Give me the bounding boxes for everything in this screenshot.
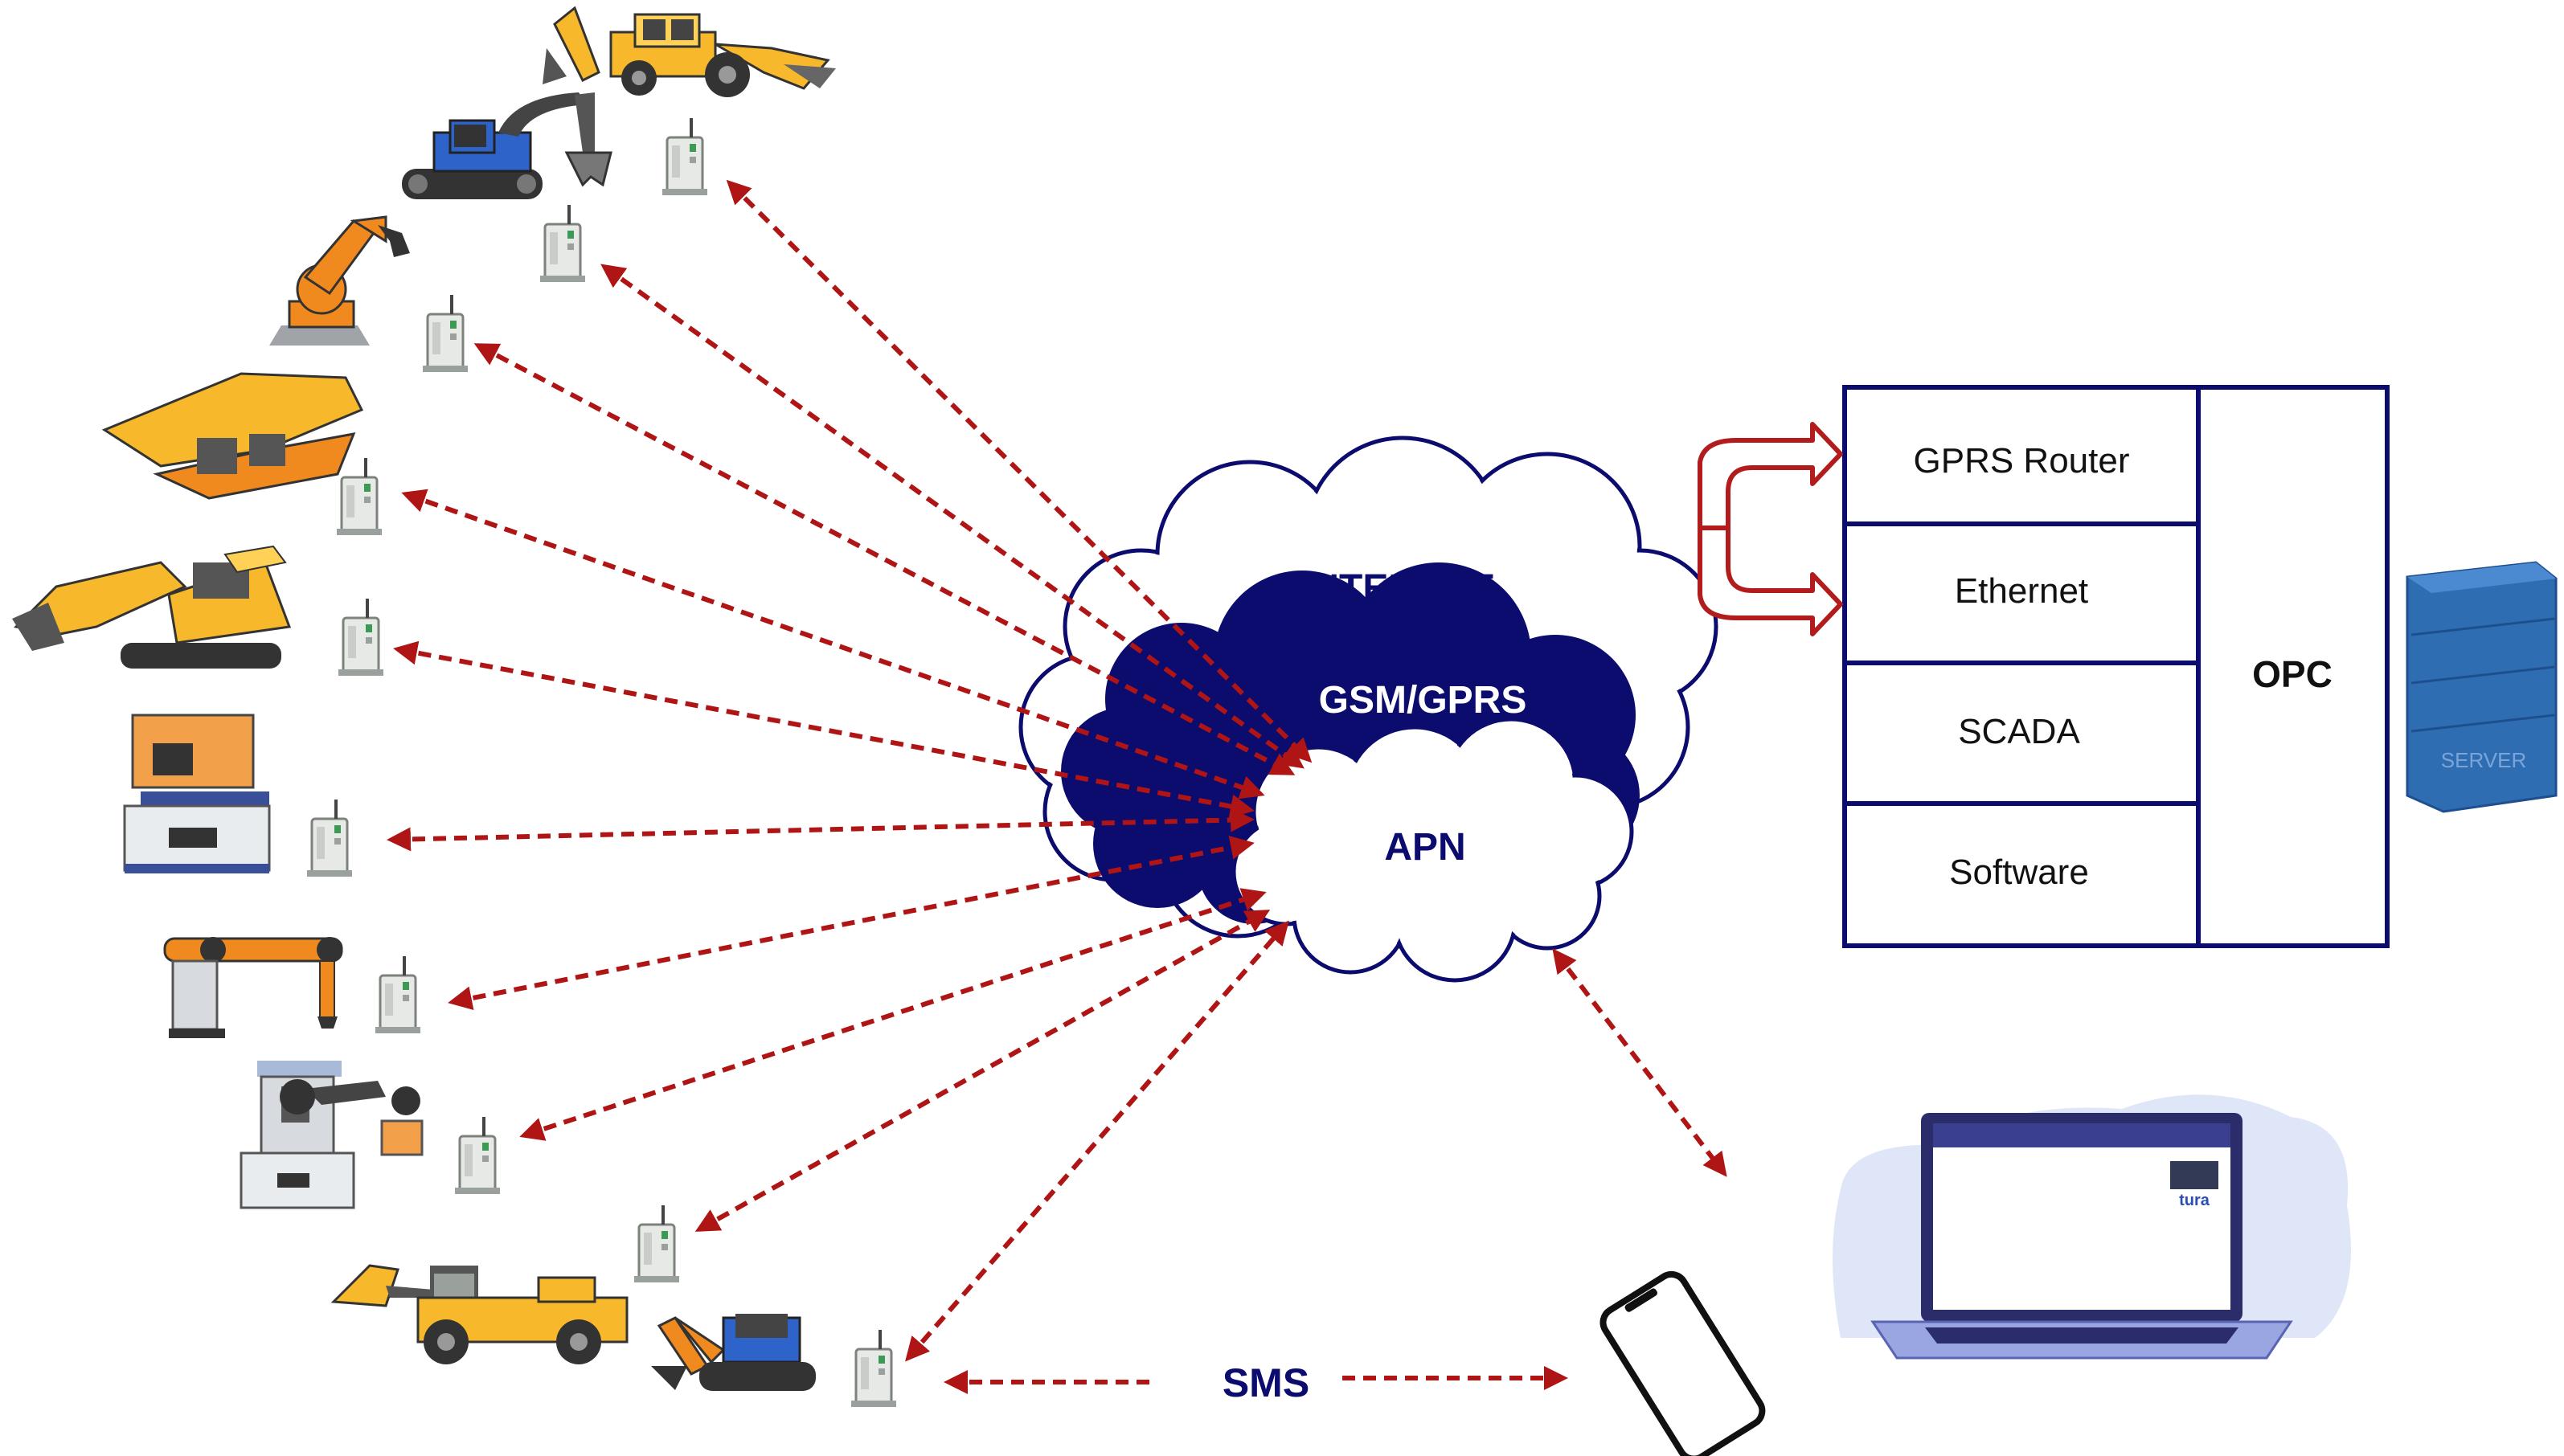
arrow-packaging-cell bbox=[519, 888, 1267, 1141]
server-tower-icon: SERVER bbox=[2406, 561, 2558, 813]
stack-row-ethernet: Ethernet bbox=[1955, 571, 2088, 611]
arrow-mini-excavator bbox=[905, 920, 1289, 1362]
arrow-gantry bbox=[448, 835, 1255, 1011]
sms-label: SMS bbox=[1223, 1360, 1309, 1405]
server-stack: GPRS Router Ethernet SCADA Software OPC bbox=[1842, 385, 2390, 948]
mining-shovel-icon bbox=[101, 372, 364, 500]
packaging-robot-cell-icon bbox=[240, 1061, 424, 1209]
mini-excavator-icon bbox=[651, 1314, 816, 1391]
router-ethernet-arrow-icon bbox=[1698, 422, 1843, 636]
smartphone-icon bbox=[1599, 1270, 1766, 1456]
mining-excavator-icon bbox=[12, 545, 292, 669]
gsm-modem-icon bbox=[305, 117, 898, 1409]
stack-row-gprs-router: GPRS Router bbox=[1914, 441, 2130, 481]
backhoe-loader-icon bbox=[543, 6, 836, 97]
robot-arm-icon bbox=[269, 215, 410, 346]
stack-row-scada: SCADA bbox=[1958, 712, 2080, 751]
opc-label: OPC bbox=[2252, 653, 2333, 695]
arrow-laptop bbox=[1552, 948, 1727, 1177]
apn-label: APN bbox=[1384, 826, 1465, 869]
stack-row-software: Software bbox=[1949, 853, 2089, 892]
gsm-gprs-label: GSM/GPRS bbox=[1319, 679, 1527, 722]
wheel-loader-icon bbox=[330, 1264, 629, 1364]
arrow-mining-excavator bbox=[393, 640, 1255, 819]
internet-label: INTERNET bbox=[1300, 567, 1493, 610]
packaging-machine-icon bbox=[123, 714, 271, 873]
excavator-icon bbox=[402, 92, 612, 199]
gantry-robot-icon bbox=[163, 937, 343, 1038]
connection-arrows bbox=[387, 179, 1727, 1394]
server-icon-text: SERVER bbox=[2441, 748, 2526, 772]
arrow-wheel-loader bbox=[694, 910, 1271, 1232]
arrow-packaging bbox=[387, 808, 1255, 852]
apn-cloud bbox=[1231, 717, 1634, 983]
laptop-icon: tura bbox=[1833, 1094, 2351, 1360]
arrow-modem-3 bbox=[473, 343, 1296, 775]
laptop-brand-text: tura bbox=[2179, 1192, 2210, 1209]
